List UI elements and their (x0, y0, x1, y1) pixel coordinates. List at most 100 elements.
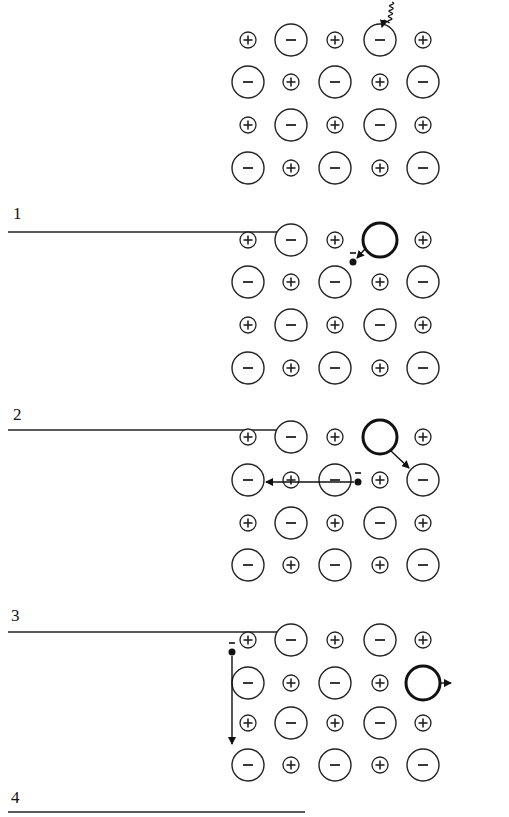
panel-number: 2 (13, 406, 22, 423)
plus-sign (379, 164, 381, 173)
anion (364, 624, 396, 656)
cation (240, 429, 256, 445)
plus-sign (422, 519, 424, 528)
cation (240, 632, 256, 648)
minus-sign (286, 124, 296, 126)
anion (275, 224, 307, 256)
plus-sign (334, 121, 336, 130)
cation (283, 274, 299, 290)
plus-sign (379, 364, 381, 373)
minus-sign (286, 436, 296, 438)
cation (415, 715, 431, 731)
motion-arrow (440, 682, 451, 683)
electron (355, 479, 362, 486)
cation (327, 515, 343, 531)
cation (372, 274, 388, 290)
minus-sign (286, 324, 296, 326)
minus-sign (286, 39, 296, 41)
minus-sign (418, 764, 428, 766)
cation (327, 232, 343, 248)
plus-sign (422, 719, 424, 728)
anion (407, 352, 439, 384)
plus-sign (247, 236, 249, 245)
minus-sign (286, 639, 296, 641)
cation (283, 757, 299, 773)
plus-sign (334, 636, 336, 645)
minus-sign (286, 239, 296, 241)
anion (232, 749, 264, 781)
cation (372, 557, 388, 573)
minus-sign (330, 764, 340, 766)
minus-sign (418, 367, 428, 369)
minus-sign (243, 367, 253, 369)
plus-sign (290, 164, 292, 173)
cation (240, 715, 256, 731)
plus-sign (247, 321, 249, 330)
plus-sign (422, 236, 424, 245)
plus-sign (379, 761, 381, 770)
cation (372, 757, 388, 773)
minus-sign (418, 479, 428, 481)
plus-sign (334, 719, 336, 728)
anion (364, 309, 396, 341)
minus-sign (243, 167, 253, 169)
anion (407, 66, 439, 98)
minus-sign (418, 281, 428, 283)
cation (327, 429, 343, 445)
cation (327, 117, 343, 133)
plus-sign (247, 719, 249, 728)
plus-sign (379, 278, 381, 287)
cation (415, 117, 431, 133)
anion (232, 464, 264, 496)
minus-sign (286, 522, 296, 524)
anion (232, 152, 264, 184)
anion (319, 667, 351, 699)
anion (364, 24, 396, 56)
cation (415, 317, 431, 333)
anion (364, 707, 396, 739)
minus-sign (243, 479, 253, 481)
anion (319, 266, 351, 298)
anion (319, 66, 351, 98)
anion (319, 352, 351, 384)
plus-sign (422, 36, 424, 45)
anion (275, 109, 307, 141)
cation (372, 675, 388, 691)
anion (319, 749, 351, 781)
plus-sign (247, 36, 249, 45)
panel-divider (8, 631, 305, 632)
cation (283, 360, 299, 376)
anion (407, 152, 439, 184)
anion (407, 749, 439, 781)
anion (232, 667, 264, 699)
plus-sign (379, 78, 381, 87)
anion (275, 707, 307, 739)
cation (283, 160, 299, 176)
minus-sign (330, 167, 340, 169)
panel-divider (8, 231, 305, 232)
plus-sign (379, 679, 381, 688)
cation (415, 32, 431, 48)
anion (364, 109, 396, 141)
cation (327, 715, 343, 731)
plus-sign (290, 278, 292, 287)
cation (415, 632, 431, 648)
panel-number: 1 (13, 205, 22, 222)
cation (327, 317, 343, 333)
plus-sign (290, 761, 292, 770)
anion (275, 421, 307, 453)
minus-sign (418, 564, 428, 566)
anion (319, 549, 351, 581)
plus-sign (334, 321, 336, 330)
panel-number: 3 (11, 607, 20, 624)
minus-sign (330, 682, 340, 684)
motion-arrow (357, 249, 365, 258)
minus-sign (375, 639, 385, 641)
panel-divider (8, 811, 305, 812)
plus-sign (422, 121, 424, 130)
motion-arrow (382, 20, 384, 27)
plus-sign (247, 121, 249, 130)
minus-sign (375, 39, 385, 41)
panel-number: 4 (11, 789, 20, 806)
